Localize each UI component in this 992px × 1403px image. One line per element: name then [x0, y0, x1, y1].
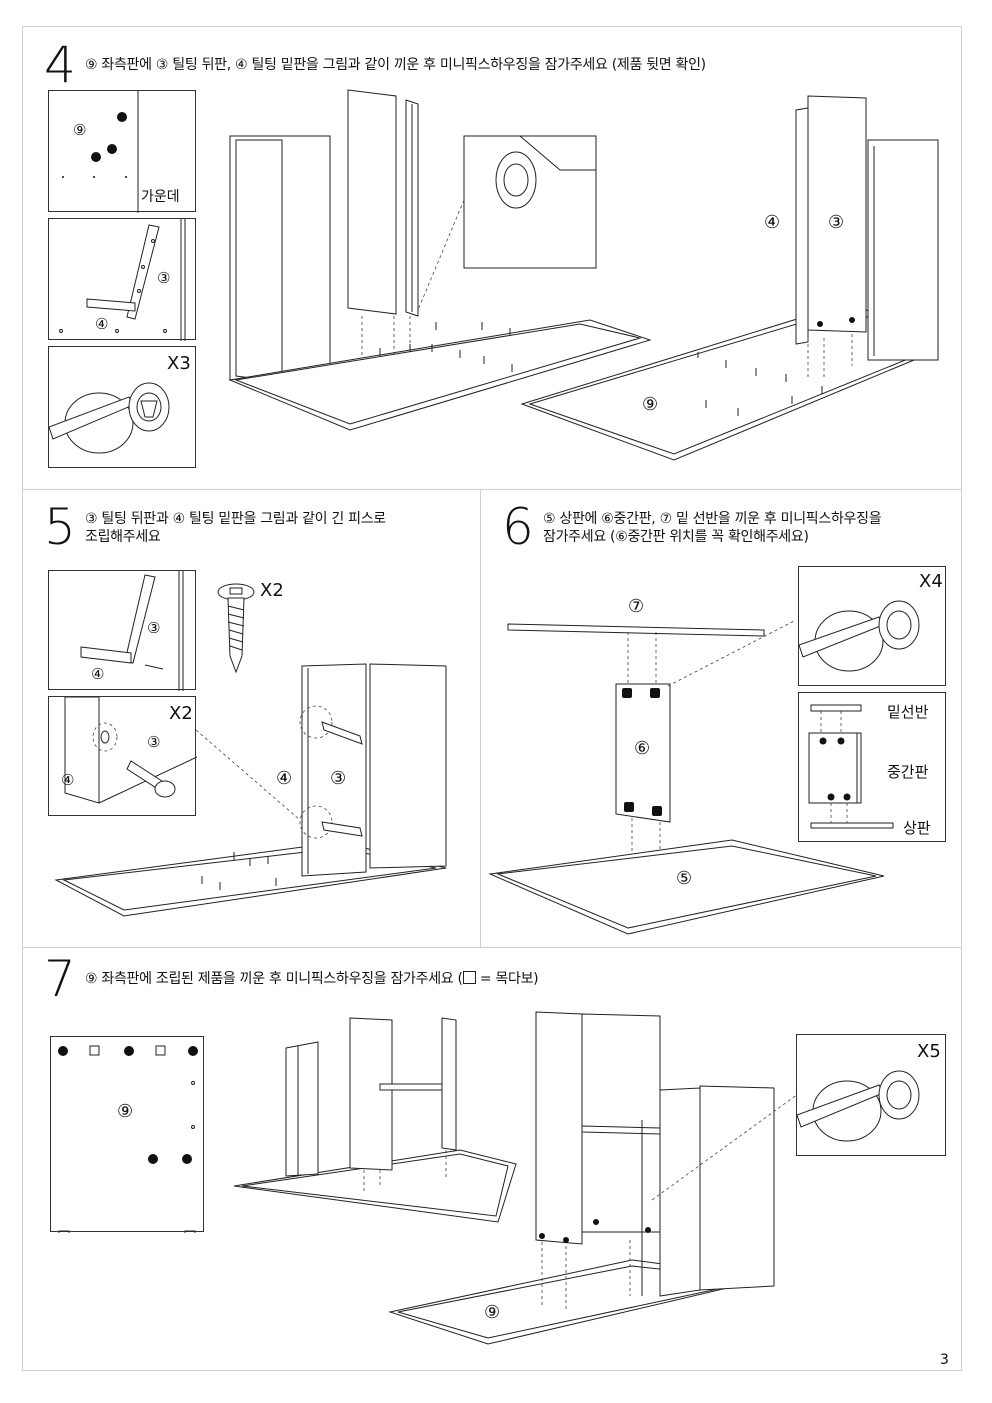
divider-step5 — [22, 947, 962, 948]
screw-count: X2 — [260, 580, 284, 601]
screw-position-diagram — [80, 571, 184, 691]
step-6-part-6: ⑥ — [634, 738, 651, 759]
step-4-detail-holes: ⑨ 가운데 — [48, 90, 196, 213]
middle-panel-position-diagram — [808, 704, 894, 829]
step-4-instruction: ⑨ 좌측판에 ③ 틸팅 뒤판, ④ 틸팅 밑판을 그림과 같이 끼운 후 미니픽… — [85, 57, 706, 73]
step-5-part-3: ③ — [330, 768, 347, 789]
step-7-detail-cam-lock: X5 — [796, 1034, 946, 1156]
part-3-label: ③ — [147, 733, 161, 751]
hole-diagram — [62, 91, 139, 213]
panel-insert-diagram — [59, 219, 186, 341]
step-5-detail-screw-position: ③ ④ — [48, 570, 196, 691]
step-6-instruction-line1: ⑤ 상판에 ⑥중간판, ⑦ 밑 선반을 끼운 후 미니픽스하우징을 — [543, 511, 882, 527]
step-6-instruction-line2: 잠가주세요 (⑥중간판 위치를 꼭 확인해주세요) — [543, 529, 809, 545]
step-6-part-7: ⑦ — [628, 596, 645, 617]
step-5-number: 5 — [44, 498, 76, 556]
cam-lock-icon — [797, 1070, 920, 1142]
step-6-detail-position: 밑선반 중간판 상판 — [798, 692, 946, 842]
screw-closeup-count: X2 — [169, 703, 193, 724]
step-4-part-3: ③ — [828, 212, 845, 233]
step-7-instruction: ⑨ 좌측판에 조립된 제품을 끼운 후 미니픽스하우징을 잠가주세요 ( = 목… — [85, 970, 785, 988]
step-5-instruction-line2: 조립해주세요 — [85, 529, 161, 545]
step-4-number: 4 — [44, 36, 76, 94]
step-7-left-panel-holes: ⑨ — [50, 1036, 204, 1233]
part-9-label: ⑨ — [73, 121, 87, 139]
step-6-part-5: ⑤ — [676, 868, 693, 889]
wooden-dowel-icon — [462, 971, 476, 984]
step-4-part-4: ④ — [764, 212, 781, 233]
cam-lock-count: X3 — [167, 353, 191, 374]
cam-lock-icon — [799, 600, 920, 672]
left-panel-hole-diagram — [58, 1045, 198, 1233]
cam-lock-count: X4 — [919, 571, 943, 592]
step-5-detail-screw-closeup: X2 ③ ④ — [48, 696, 197, 816]
part-3-label: ③ — [157, 269, 171, 287]
part-4-label: ④ — [91, 665, 105, 683]
part-3-label: ③ — [147, 619, 161, 637]
page-frame — [22, 26, 962, 1371]
center-label: 가운데 — [141, 189, 180, 205]
step-7-instruction-end: = 목다보) — [475, 971, 539, 987]
cam-lock-count: X5 — [917, 1041, 941, 1062]
step-4-detail-cam-lock: X3 — [48, 346, 196, 468]
part-9-label: ⑨ — [117, 1101, 134, 1122]
step-5-instruction-line1: ③ 틸팅 뒤판과 ④ 틸팅 밑판을 그림과 같이 긴 피스로 — [85, 511, 386, 527]
step-4-detail-panels: ③ ④ — [48, 218, 196, 341]
divider-step5-6 — [480, 489, 481, 947]
step-4-part-9: ⑨ — [642, 394, 659, 415]
step-7-part-9: ⑨ — [484, 1302, 501, 1323]
bottom-shelf-label: 밑선반 — [887, 703, 929, 721]
step-6-number: 6 — [502, 498, 534, 556]
divider-step4 — [22, 489, 962, 490]
page-number: 3 — [940, 1352, 949, 1368]
step-7-instruction-text: ⑨ 좌측판에 조립된 제품을 끼운 후 미니픽스하우징을 잠가주세요 ( — [85, 971, 463, 987]
part-4-label: ④ — [95, 315, 109, 333]
top-panel-label: 상판 — [903, 819, 931, 837]
screw-closeup-diagram — [64, 697, 197, 804]
step-6-detail-cam-lock: X4 — [798, 566, 946, 686]
middle-panel-label: 중간판 — [887, 763, 929, 781]
step-7-number: 7 — [44, 950, 76, 1008]
part-4-label: ④ — [61, 771, 75, 789]
cam-lock-icon — [49, 382, 170, 454]
step-5-part-4: ④ — [276, 768, 293, 789]
